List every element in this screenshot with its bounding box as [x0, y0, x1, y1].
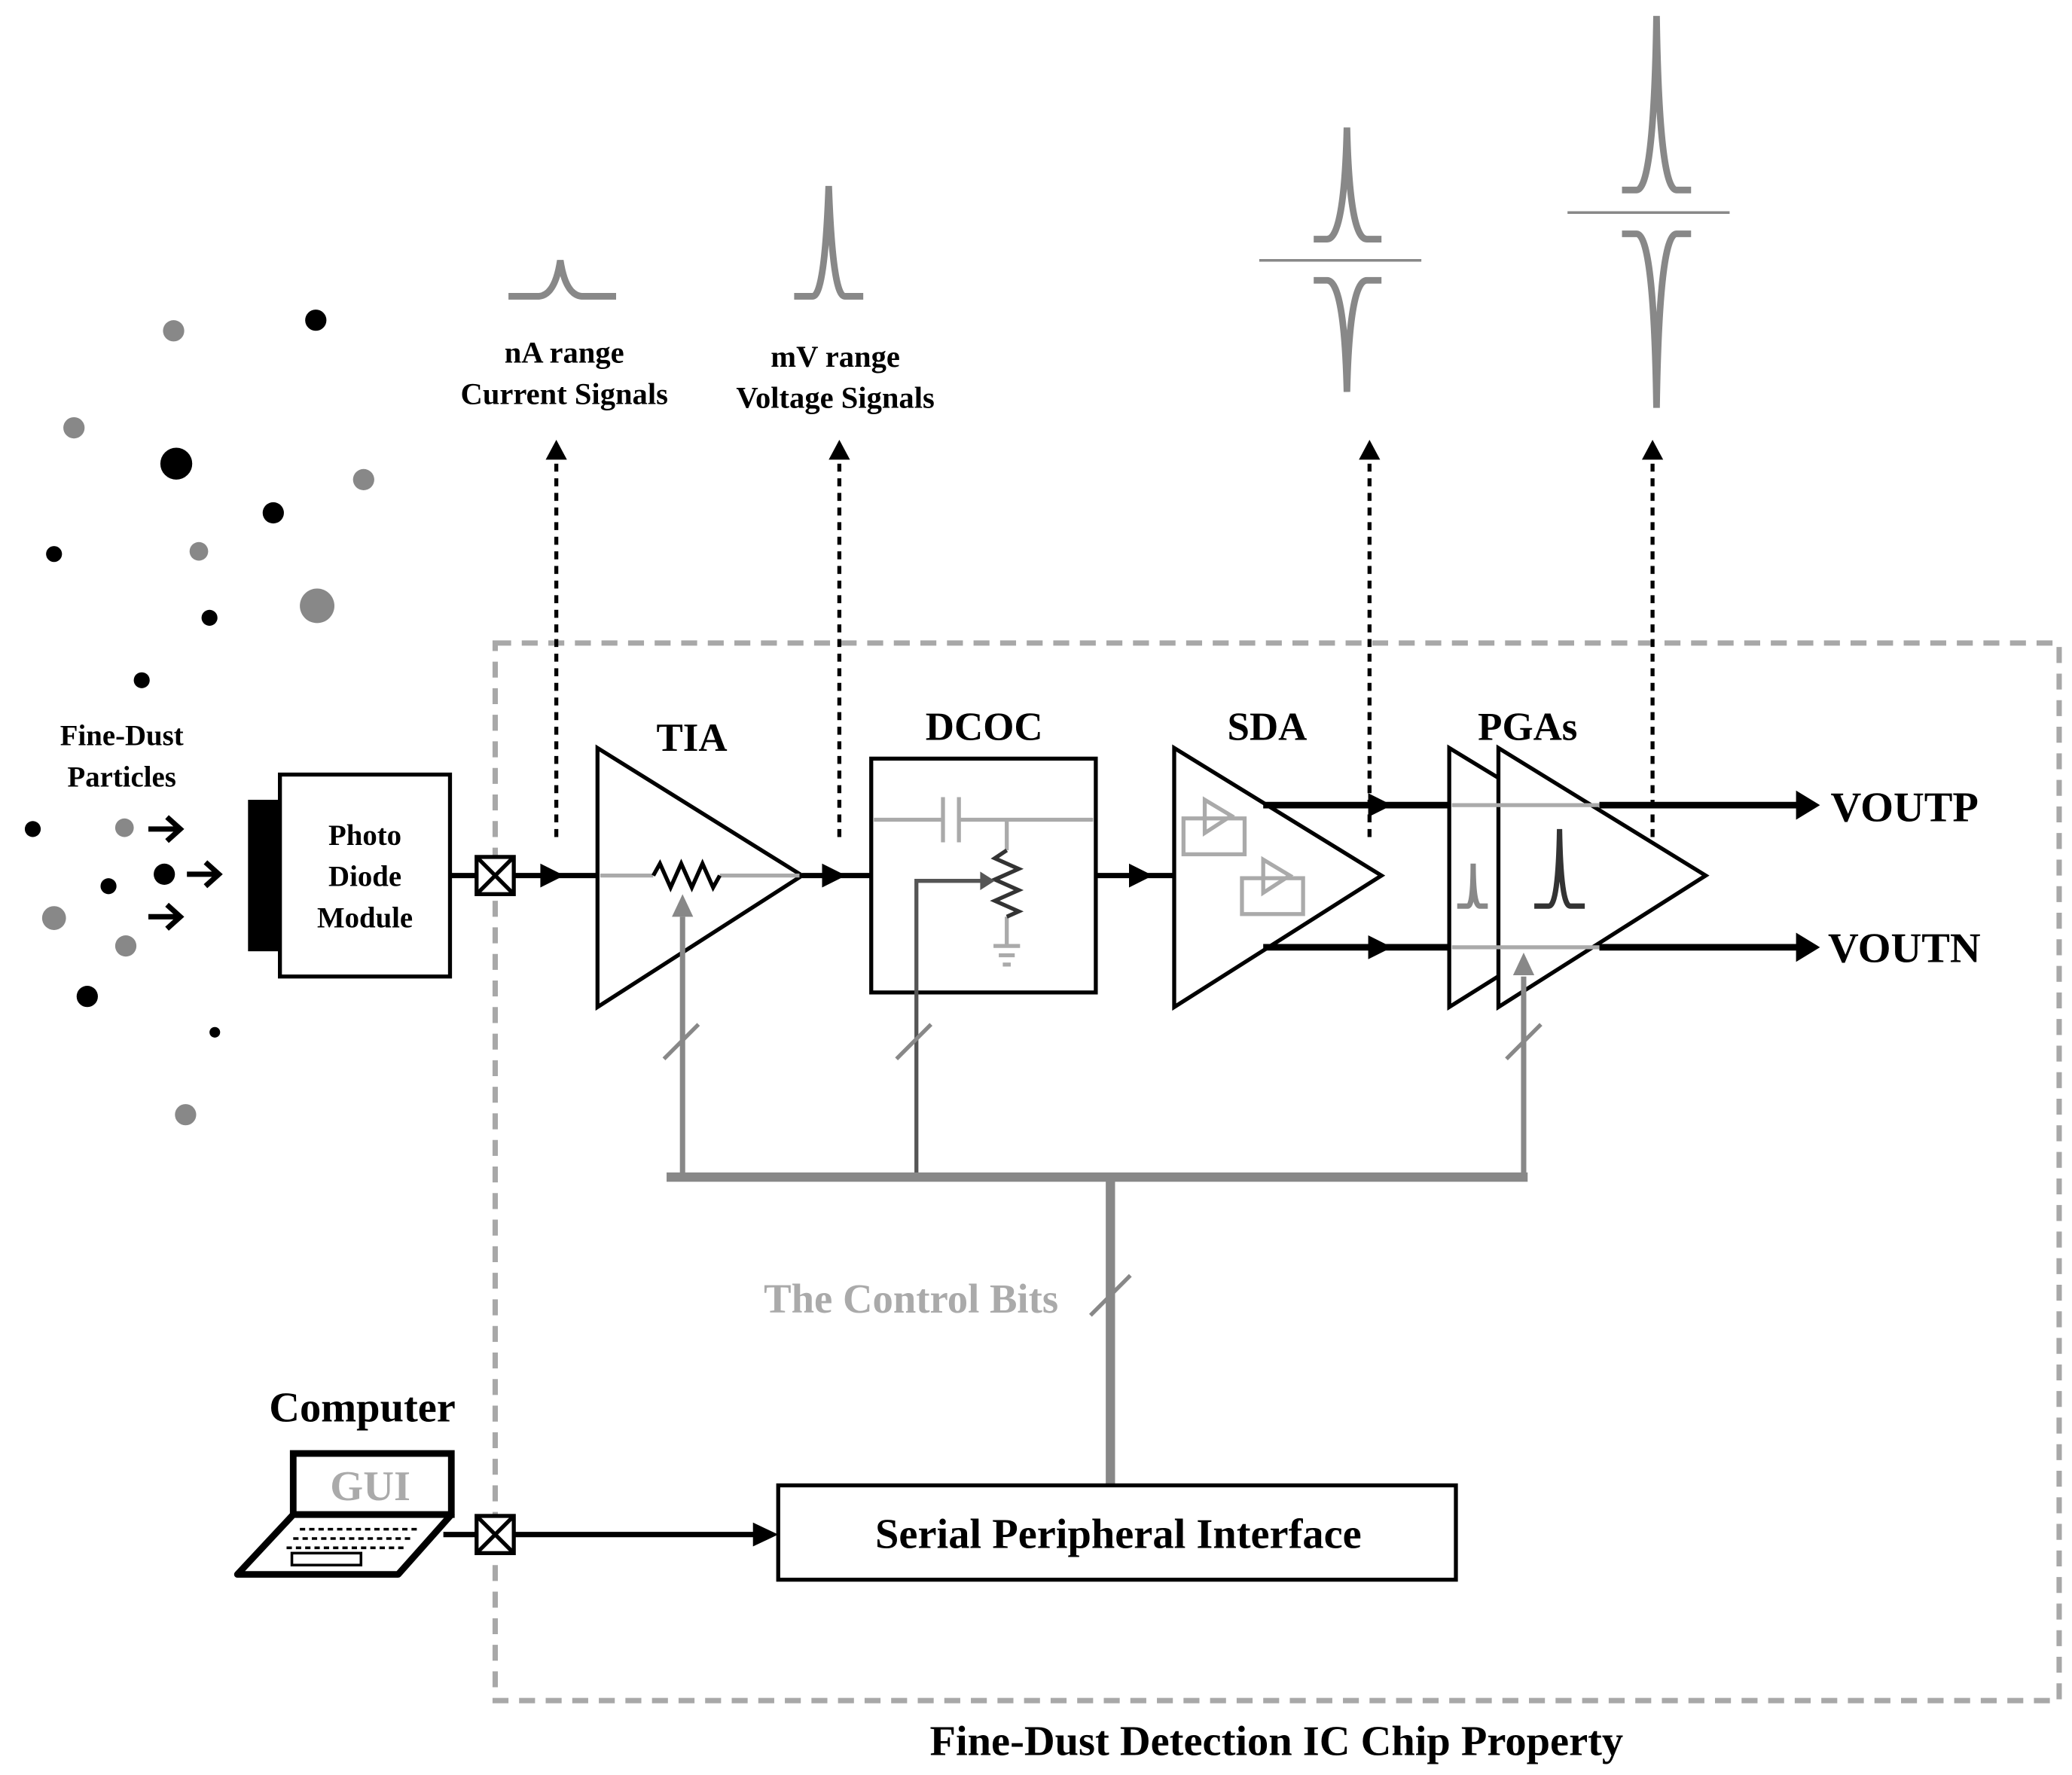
photo-diode-label-line2: Diode [328, 861, 401, 893]
sda-differential-pulse-icon [1314, 127, 1382, 392]
gui-pad-icon [443, 1514, 516, 1556]
probe-arrowheads [545, 439, 1664, 460]
spi-block [776, 1483, 1458, 1582]
dcoc-tap-arrow-icon [914, 879, 986, 1176]
dust-particles [24, 310, 374, 1126]
voutn-label: VOUTN [1828, 925, 1981, 971]
voutp-label: VOUTP [1831, 784, 1979, 831]
signal-arrow-icon [822, 863, 847, 888]
pga-small-pulse-icon [1457, 863, 1488, 909]
control-bus [662, 916, 1543, 1484]
fine-dust-label-line2: Particles [68, 761, 176, 793]
na-current-pulse-icon [508, 260, 617, 300]
chip-caption: Fine-Dust Detection IC Chip Property [929, 1719, 1623, 1765]
mv-range-label-line1: mV range [771, 340, 900, 374]
tia-control-arrow-icon [672, 894, 694, 917]
mv-range-label-line2: Voltage Signals [736, 381, 934, 415]
na-range-label-line1: nA range [505, 336, 624, 370]
laptop-icon [233, 1450, 455, 1578]
tia-feedback-resistor-icon [652, 859, 722, 893]
pga-amplifier-front [1496, 744, 1710, 1011]
computer-label: Computer [269, 1385, 456, 1432]
sda-label: SDA [1228, 706, 1308, 749]
dcoc-label: DCOC [926, 706, 1043, 749]
tia-label: TIA [657, 716, 728, 760]
sda-inner-buffer-icon [1181, 796, 1305, 916]
photo-diode-module [278, 772, 453, 979]
input-pad-icon [450, 855, 516, 896]
dcoc-variable-resistor-icon [990, 848, 1024, 919]
ic-chip-boundary [492, 640, 2062, 1703]
probe-arrows [554, 458, 1655, 837]
signal-arrow-icon [540, 863, 565, 888]
spi-label: Serial Peripheral Interface [875, 1511, 1362, 1557]
pga-differential-pulse-icon [1622, 16, 1692, 408]
dcoc-capacitor-icon [874, 797, 1094, 967]
signal-arrow-icon [1128, 863, 1153, 888]
tia-amplifier [595, 744, 806, 1011]
fine-dust-label-line1: Fine-Dust [60, 720, 184, 752]
control-bits-label: The Control Bits [764, 1276, 1058, 1322]
pga-control-arrow-icon [1512, 952, 1535, 975]
photo-diode-lens [248, 800, 283, 952]
photo-diode-label-line1: Photo [328, 819, 401, 852]
mv-voltage-pulse-icon [794, 185, 864, 300]
gui-label: GUI [330, 1463, 410, 1510]
pga-large-pulse-icon [1534, 828, 1585, 909]
na-range-label-line2: Current Signals [461, 377, 668, 410]
pgas-label: PGAs [1478, 706, 1577, 749]
particle-arrows [148, 815, 223, 931]
photo-diode-label-line3: Module [317, 901, 413, 934]
